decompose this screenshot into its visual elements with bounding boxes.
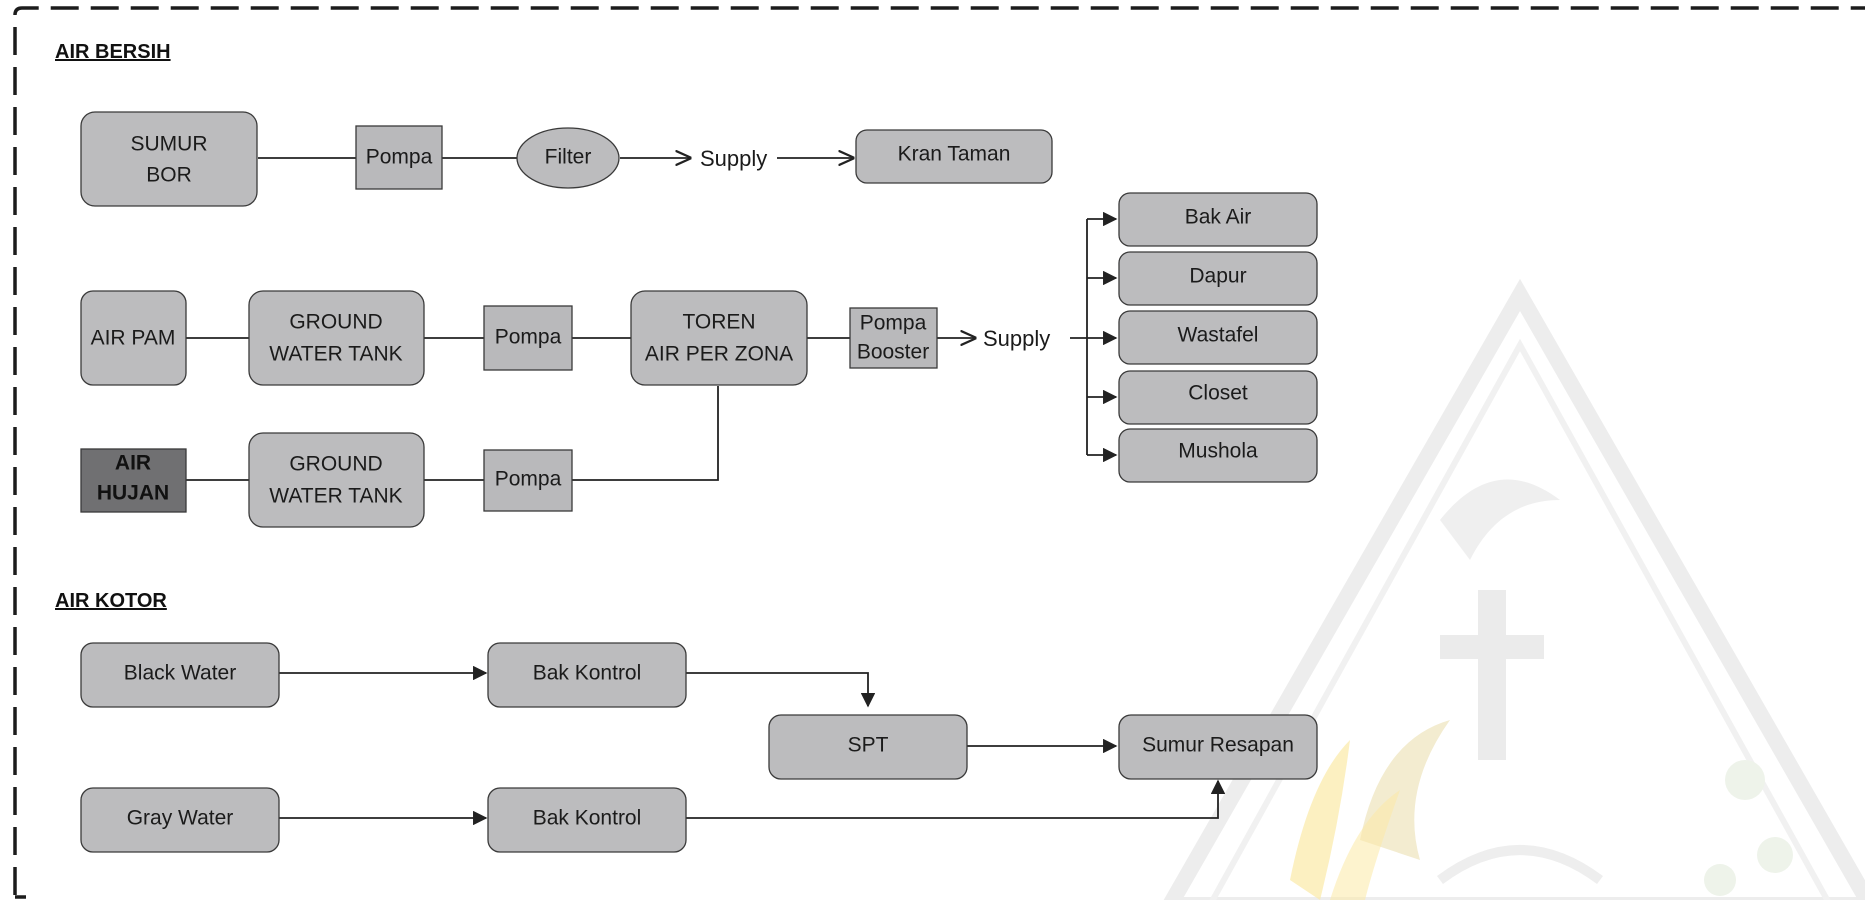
node-ground-water-tank-1: GROUND WATER TANK xyxy=(248,290,425,386)
node-gwt-2-line2: WATER TANK xyxy=(269,485,402,508)
label-supply-1: Supply xyxy=(700,146,767,171)
node-black-water: Black Water xyxy=(80,642,280,708)
node-outlet-closet-label: Closet xyxy=(1188,382,1248,405)
node-sumur-resapan: Sumur Resapan xyxy=(1118,714,1318,780)
node-air-pam-label: AIR PAM xyxy=(91,327,176,350)
node-pompa-booster-line1: Pompa xyxy=(860,312,927,335)
node-filter-label: Filter xyxy=(545,146,592,169)
node-air-pam: AIR PAM xyxy=(80,290,187,386)
node-pompa-1: Pompa xyxy=(355,125,443,190)
node-toren-air-per-zona: TOREN AIR PER ZONA xyxy=(630,290,808,386)
node-filter: Filter xyxy=(516,127,620,189)
node-air-hujan-line1: AIR xyxy=(115,452,151,475)
node-sumur-bor-line1: SUMUR xyxy=(131,133,208,156)
node-pompa-booster-line2: Booster xyxy=(857,341,929,364)
node-outlet-bak-air: Bak Air xyxy=(1118,192,1318,247)
node-outlet-wastafel-label: Wastafel xyxy=(1178,324,1259,347)
node-pompa-3: Pompa xyxy=(483,449,573,512)
node-bak-kontrol-1-label: Bak Kontrol xyxy=(533,662,642,685)
node-kran-taman-label: Kran Taman xyxy=(898,143,1011,166)
node-outlet-wastafel: Wastafel xyxy=(1118,310,1318,365)
node-outlet-bak-air-label: Bak Air xyxy=(1185,206,1252,229)
node-pompa-booster: Pompa Booster xyxy=(849,307,938,369)
node-outlet-dapur: Dapur xyxy=(1118,251,1318,306)
node-sumur-resapan-label: Sumur Resapan xyxy=(1142,734,1294,757)
node-gray-water-label: Gray Water xyxy=(127,807,234,830)
node-pompa-3-label: Pompa xyxy=(495,468,562,491)
node-toren-line1: TOREN xyxy=(682,311,755,334)
node-air-hujan-line2: HUJAN xyxy=(97,482,169,505)
node-outlet-dapur-label: Dapur xyxy=(1189,265,1246,288)
section-title-dirty-water: AIR KOTOR xyxy=(55,590,167,612)
node-gwt-1-line1: GROUND xyxy=(289,311,382,334)
node-pompa-2: Pompa xyxy=(483,305,573,371)
node-sumur-bor-line2: BOR xyxy=(146,164,192,187)
node-ground-water-tank-2: GROUND WATER TANK xyxy=(248,432,425,528)
node-outlet-mushola-label: Mushola xyxy=(1178,440,1258,463)
node-gwt-1-line2: WATER TANK xyxy=(269,343,402,366)
node-outlet-closet: Closet xyxy=(1118,370,1318,425)
node-pompa-1-label: Pompa xyxy=(366,146,433,169)
node-kran-taman: Kran Taman xyxy=(855,129,1053,184)
node-black-water-label: Black Water xyxy=(124,662,236,685)
connectors xyxy=(186,158,1226,826)
watermark-emblem xyxy=(1163,278,1865,900)
node-spt: SPT xyxy=(768,714,968,780)
node-sumur-bor: SUMUR BOR xyxy=(80,111,258,207)
node-outlet-mushola: Mushola xyxy=(1118,428,1318,483)
node-gwt-2-line1: GROUND xyxy=(289,453,382,476)
node-bak-kontrol-1: Bak Kontrol xyxy=(487,642,687,708)
node-toren-line2: AIR PER ZONA xyxy=(645,343,793,366)
node-air-hujan: AIR HUJAN xyxy=(80,448,187,513)
node-pompa-2-label: Pompa xyxy=(495,326,562,349)
node-bak-kontrol-2: Bak Kontrol xyxy=(487,787,687,853)
node-bak-kontrol-2-label: Bak Kontrol xyxy=(533,807,642,830)
node-gray-water: Gray Water xyxy=(80,787,280,853)
dashed-frame xyxy=(13,6,1865,895)
label-supply-2: Supply xyxy=(983,326,1050,351)
section-title-clean-water: AIR BERSIH xyxy=(55,41,171,63)
node-spt-label: SPT xyxy=(848,734,889,757)
